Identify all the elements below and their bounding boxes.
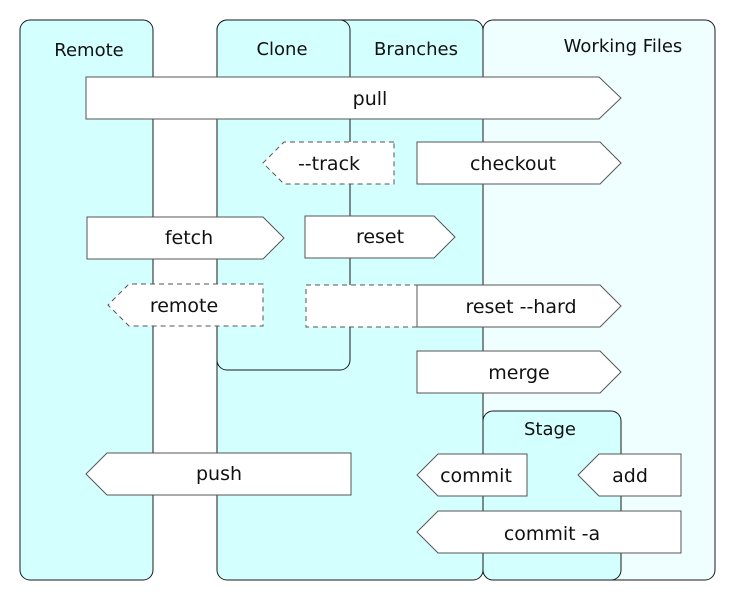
reset-hard-arrow-label: reset --hard — [465, 296, 576, 318]
remote-lane-label: Remote — [54, 40, 123, 61]
add-arrow-label: add — [612, 465, 648, 487]
fetch-arrow: fetch — [86, 216, 285, 260]
remote-arrow-label: remote — [150, 295, 218, 317]
remote-arrow: remote — [107, 283, 264, 327]
commit-a-arrow: commit -a — [416, 510, 682, 554]
fetch-arrow-label: fetch — [165, 227, 213, 249]
commit-arrow-label: commit — [440, 465, 512, 487]
push-arrow-shape — [85, 452, 352, 496]
stage-lane-label: Stage — [524, 419, 576, 440]
command-arrows: pull --track checkout fetch reset remote… — [85, 76, 682, 554]
reset-hard-dashed-extension — [305, 284, 418, 328]
push-arrow: push — [85, 452, 352, 496]
track-arrow: --track — [262, 141, 395, 185]
reset-hard-arrow-shape — [416, 284, 622, 328]
fetch-arrow-shape — [86, 216, 285, 260]
merge-arrow: merge — [416, 350, 622, 394]
checkout-arrow: checkout — [416, 141, 622, 185]
track-arrow-label: --track — [298, 153, 360, 175]
reset-hard-arrow: reset --hard — [305, 284, 622, 328]
add-arrow-shape — [577, 453, 682, 497]
lane-labels: Remote Clone Branches Working Files Stag… — [54, 36, 682, 440]
commit-a-arrow-shape — [416, 510, 682, 554]
reset-arrow-shape — [304, 215, 456, 259]
track-arrow-shape — [262, 141, 395, 185]
working-files-lane-label: Working Files — [564, 36, 683, 57]
pull-arrow-shape — [85, 76, 622, 120]
commit-arrow-shape — [416, 453, 528, 497]
pull-arrow-label: pull — [353, 88, 388, 110]
commit-a-arrow-label: commit -a — [504, 523, 600, 545]
add-arrow: add — [577, 453, 682, 497]
push-arrow-label: push — [196, 463, 242, 485]
reset-arrow-label: reset — [356, 226, 404, 248]
commit-arrow: commit — [416, 453, 528, 497]
checkout-arrow-label: checkout — [470, 153, 556, 175]
branches-lane-label: Branches — [374, 39, 458, 60]
pull-arrow: pull — [85, 76, 622, 120]
merge-arrow-label: merge — [488, 362, 549, 384]
remote-arrow-shape — [107, 283, 264, 327]
reset-arrow: reset — [304, 215, 456, 259]
clone-lane-label: Clone — [256, 39, 307, 60]
checkout-arrow-shape — [416, 141, 622, 185]
merge-arrow-shape — [416, 350, 622, 394]
